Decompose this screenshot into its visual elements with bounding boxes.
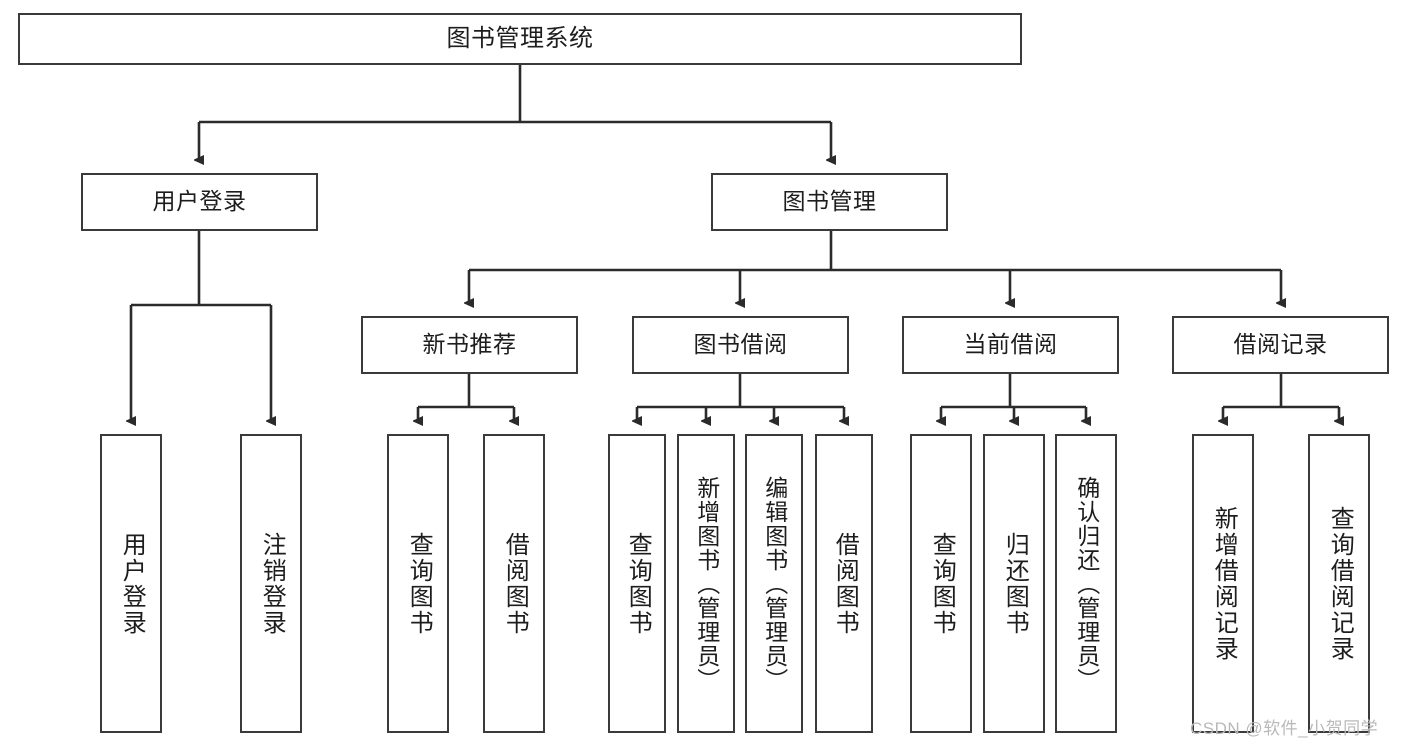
node-leaf-return-book[interactable]: 归还图书 <box>983 434 1045 733</box>
node-book-borrow-label: 图书借阅 <box>693 331 788 358</box>
node-user-login[interactable]: 用户登录 <box>81 173 318 231</box>
node-leaf-add-book-label: 新增图书（管理员） <box>693 475 720 692</box>
node-current-borrow-label: 当前借阅 <box>963 331 1058 358</box>
node-leaf-logout-label: 注销登录 <box>258 531 286 636</box>
node-leaf-query-book-3-label: 查询图书 <box>928 531 956 636</box>
node-leaf-logout[interactable]: 注销登录 <box>240 434 302 733</box>
node-borrow-record[interactable]: 借阅记录 <box>1172 316 1389 374</box>
node-leaf-borrow-book-2-label: 借阅图书 <box>831 531 859 636</box>
node-leaf-edit-book[interactable]: 编辑图书（管理员） <box>745 434 803 733</box>
node-leaf-edit-book-label: 编辑图书（管理员） <box>761 475 788 692</box>
node-book-borrow[interactable]: 图书借阅 <box>632 316 849 374</box>
node-new-book-recommend-label: 新书推荐 <box>422 331 517 358</box>
node-leaf-query-book-1[interactable]: 查询图书 <box>387 434 449 733</box>
node-leaf-borrow-book-1[interactable]: 借阅图书 <box>483 434 545 733</box>
node-leaf-query-book-3[interactable]: 查询图书 <box>910 434 972 733</box>
node-book-manage-label: 图书管理 <box>782 188 877 215</box>
node-leaf-add-book[interactable]: 新增图书（管理员） <box>677 434 735 733</box>
node-leaf-borrow-book-2[interactable]: 借阅图书 <box>815 434 873 733</box>
node-leaf-query-book-2-label: 查询图书 <box>624 531 652 636</box>
node-leaf-confirm-return-label: 确认归还（管理员） <box>1073 475 1100 692</box>
node-leaf-confirm-return[interactable]: 确认归还（管理员） <box>1055 434 1117 733</box>
node-leaf-query-book-1-label: 查询图书 <box>405 531 433 636</box>
node-leaf-query-book-2[interactable]: 查询图书 <box>608 434 666 733</box>
node-borrow-record-label: 借阅记录 <box>1233 331 1328 358</box>
node-leaf-return-book-label: 归还图书 <box>1001 531 1029 636</box>
node-current-borrow[interactable]: 当前借阅 <box>902 316 1119 374</box>
node-leaf-user-login-label: 用户登录 <box>118 531 146 636</box>
node-leaf-user-login[interactable]: 用户登录 <box>100 434 162 733</box>
node-leaf-add-record[interactable]: 新增借阅记录 <box>1192 434 1254 733</box>
node-root-label: 图书管理系统 <box>446 24 594 52</box>
node-leaf-borrow-book-1-label: 借阅图书 <box>501 531 529 636</box>
node-leaf-add-record-label: 新增借阅记录 <box>1210 505 1238 662</box>
node-root[interactable]: 图书管理系统 <box>18 13 1022 65</box>
node-new-book-recommend[interactable]: 新书推荐 <box>361 316 578 374</box>
node-user-login-label: 用户登录 <box>152 188 247 215</box>
node-leaf-query-record-label: 查询借阅记录 <box>1326 505 1354 662</box>
watermark-credit: CSDN @软件_小贺同学 <box>1190 719 1379 738</box>
node-book-manage[interactable]: 图书管理 <box>711 173 948 231</box>
node-leaf-query-record[interactable]: 查询借阅记录 <box>1308 434 1370 733</box>
